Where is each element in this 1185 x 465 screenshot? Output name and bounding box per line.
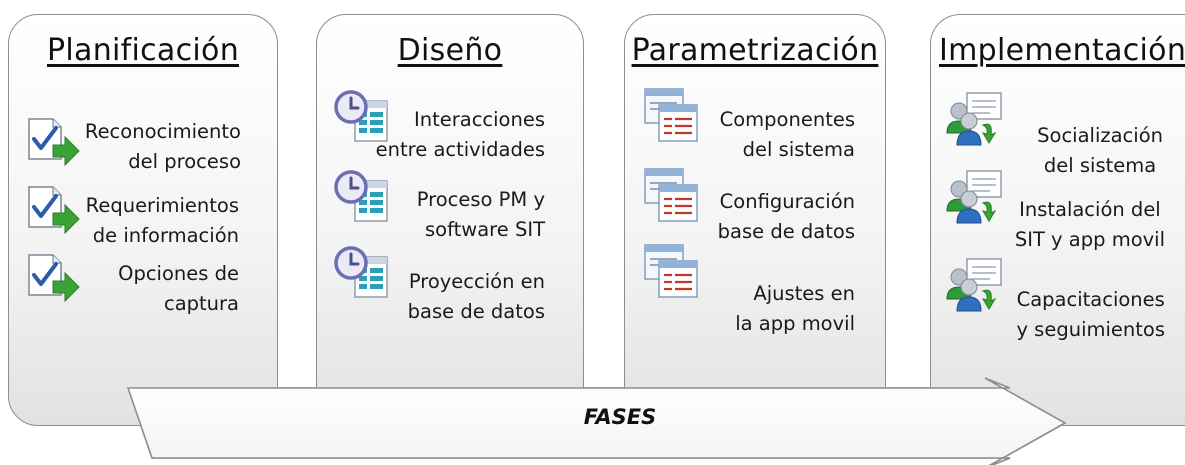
phase-item: Reconocimiento del proceso bbox=[9, 115, 277, 195]
phase-item: Configuración base de datos bbox=[625, 167, 885, 247]
phase-item-label: Ajustes en la app movil bbox=[735, 282, 855, 335]
checklist-arrow-icon bbox=[28, 118, 80, 167]
checklist-arrow-icon bbox=[28, 186, 80, 235]
phase-item-label: Interacciones entre actividades bbox=[375, 108, 545, 161]
phase-item: Componentes del sistema bbox=[625, 87, 885, 167]
phase-item-label: Configuración base de datos bbox=[717, 190, 855, 243]
phase-title: Diseño bbox=[397, 33, 503, 68]
phase-item-label: Socialización del sistema bbox=[1037, 124, 1163, 177]
phase-title: Implementación bbox=[939, 33, 1185, 68]
phase-panel-parametrizacion: Parametrización Componentes del sistema bbox=[624, 14, 886, 426]
phase-item: Ajustes en la app movil bbox=[625, 243, 885, 335]
phase-item: Instalación del SIT y app movil bbox=[931, 169, 1185, 251]
phase-item: Requerimientos de información bbox=[9, 183, 277, 263]
phase-title: Planificación bbox=[46, 33, 240, 68]
users-document-icon bbox=[946, 170, 1002, 224]
clock-list-icon bbox=[334, 90, 388, 142]
phase-item-label: Instalación del SIT y app movil bbox=[1014, 198, 1165, 251]
phase-item: Socialización del sistema bbox=[931, 91, 1185, 177]
clock-list-icon bbox=[334, 246, 388, 298]
phase-item-label: Componentes del sistema bbox=[719, 108, 855, 161]
phase-panel-implementacion: Implementación Socialización del sistema bbox=[930, 14, 1185, 426]
phase-item-label: Requerimientos de información bbox=[85, 194, 239, 247]
phase-item: Proyección en base de datos bbox=[317, 245, 583, 325]
clock-list-icon bbox=[334, 170, 388, 222]
users-document-icon bbox=[946, 258, 1002, 312]
window-tables-icon bbox=[644, 88, 698, 142]
phase-item-label: Opciones de captura bbox=[118, 262, 239, 315]
window-tables-icon bbox=[644, 244, 698, 298]
window-tables-icon bbox=[644, 168, 698, 222]
phase-item: Proceso PM y software SIT bbox=[317, 169, 583, 249]
phase-panel-diseno: Diseño Interacciones entre actividades P… bbox=[316, 14, 584, 426]
phase-item-label: Reconocimiento del proceso bbox=[84, 120, 241, 173]
arrow-label: FASES bbox=[583, 405, 657, 429]
phase-item-label: Proceso PM y software SIT bbox=[416, 188, 545, 241]
phase-item: Interacciones entre actividades bbox=[317, 89, 583, 169]
checklist-arrow-icon bbox=[28, 254, 80, 303]
phase-item: Opciones de captura bbox=[9, 251, 277, 331]
phase-panel-planificacion: Planificación Reconocimiento del proceso… bbox=[8, 14, 278, 426]
phase-item-label: Capacitaciones y seguimientos bbox=[1016, 288, 1165, 341]
phase-title: Parametrización bbox=[631, 33, 879, 68]
phase-item: Capacitaciones y seguimientos bbox=[931, 257, 1185, 341]
users-document-icon bbox=[946, 92, 1002, 146]
phase-item-label: Proyección en base de datos bbox=[407, 270, 545, 323]
